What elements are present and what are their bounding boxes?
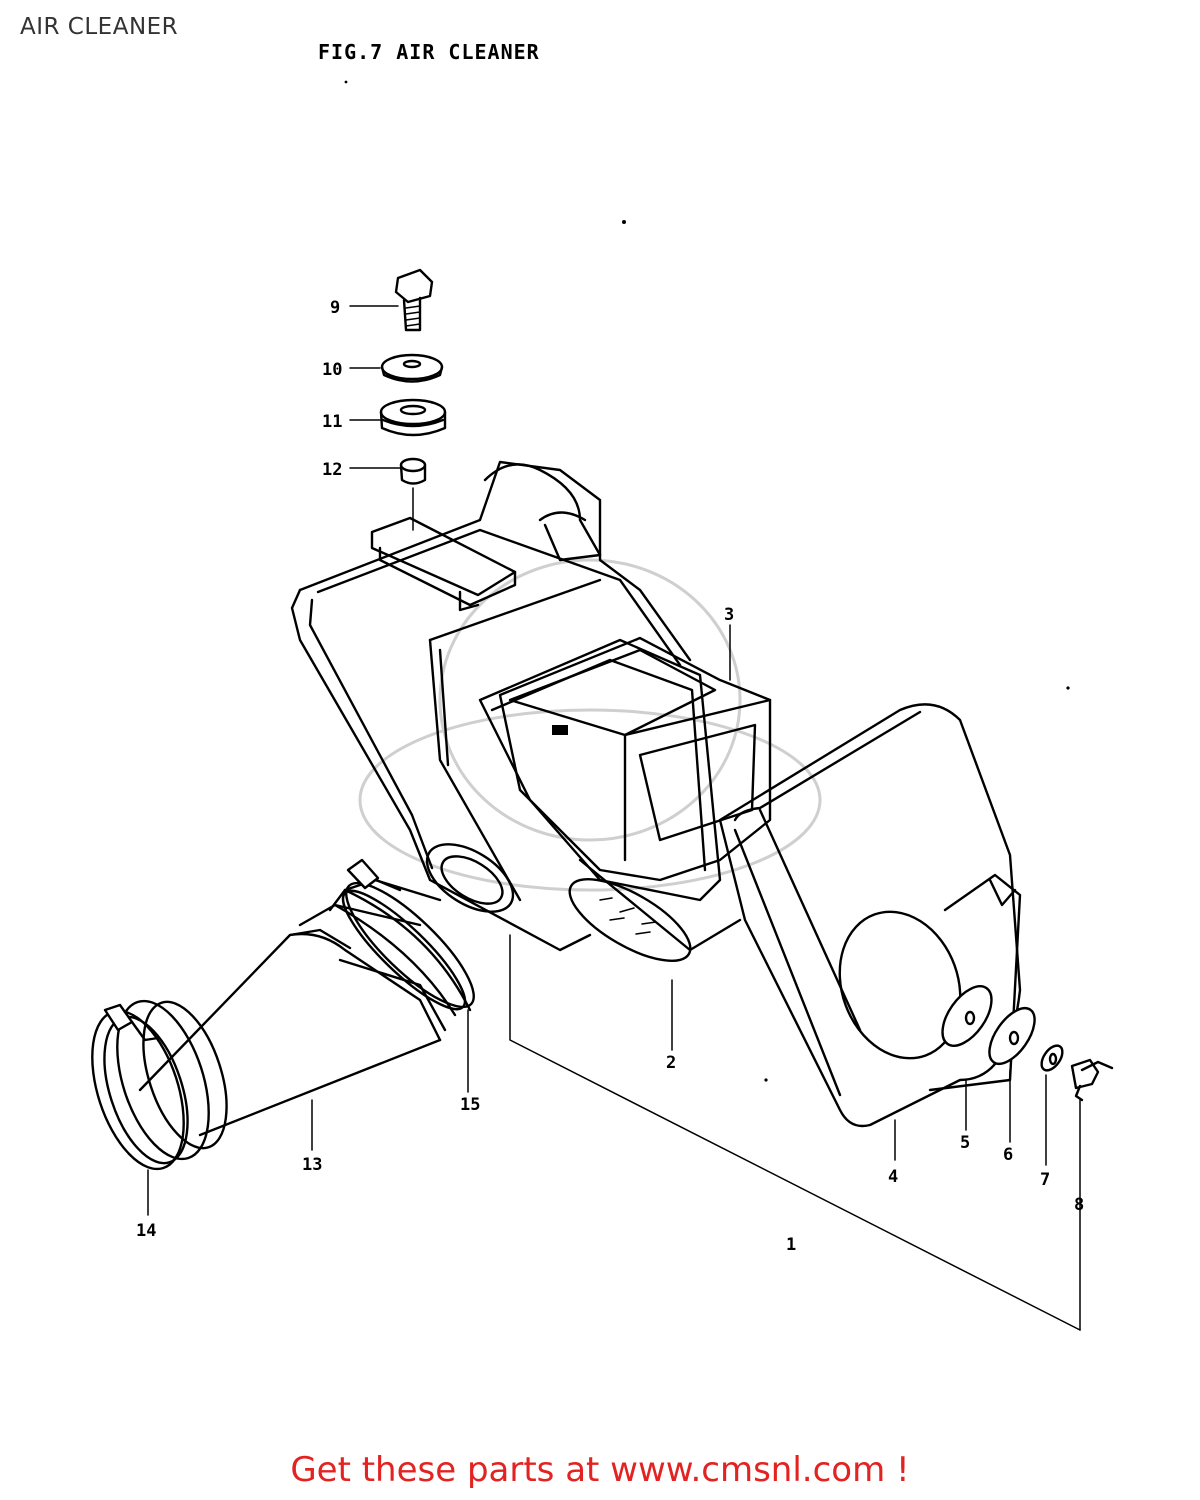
part-4-cover [718,703,1022,1128]
scan-specks [344,80,1070,1082]
part-13-intake-boot [116,878,472,1161]
part-9-bolt [394,268,434,332]
callout-8: 8 [1074,1195,1084,1215]
callout-4: 4 [888,1167,898,1187]
callout-7: 7 [1040,1170,1050,1190]
part-1-case [290,460,692,952]
part-5-plate [941,985,993,1047]
callout-12: 12 [322,460,342,480]
callout-11: 11 [322,412,342,432]
page-title: AIR CLEANER [20,14,179,40]
part-12-collar [399,457,427,485]
callout-labels: 9 10 11 12 3 2 4 5 6 7 8 15 13 14 1 [136,298,1084,1255]
footer-link[interactable]: Get these parts at www.cmsnl.com ! [290,1450,910,1490]
callout-6: 6 [1003,1145,1013,1165]
callout-2: 2 [666,1053,676,1073]
figure-title: FIG.7 AIR CLEANER [318,40,540,64]
part-11-grommet [379,398,447,437]
callout-1: 1 [786,1235,796,1255]
callout-10: 10 [322,360,342,380]
part-7-washer [1040,1044,1064,1072]
callout-15: 15 [460,1095,480,1115]
callout-3: 3 [724,605,734,625]
callout-9: 9 [330,298,340,318]
part-8-wing-nut [1070,1058,1114,1102]
part-6-gasket [988,1007,1036,1065]
part-15-clamp [341,858,475,1011]
watermark-logo [358,558,822,892]
leader-lines [147,305,1081,1331]
part-10-washer [380,353,444,383]
callout-14: 14 [136,1221,156,1241]
part-14-clamp [91,1003,189,1171]
callout-13: 13 [302,1155,322,1175]
part-2-element-frame [478,638,742,962]
callout-5: 5 [960,1133,970,1153]
